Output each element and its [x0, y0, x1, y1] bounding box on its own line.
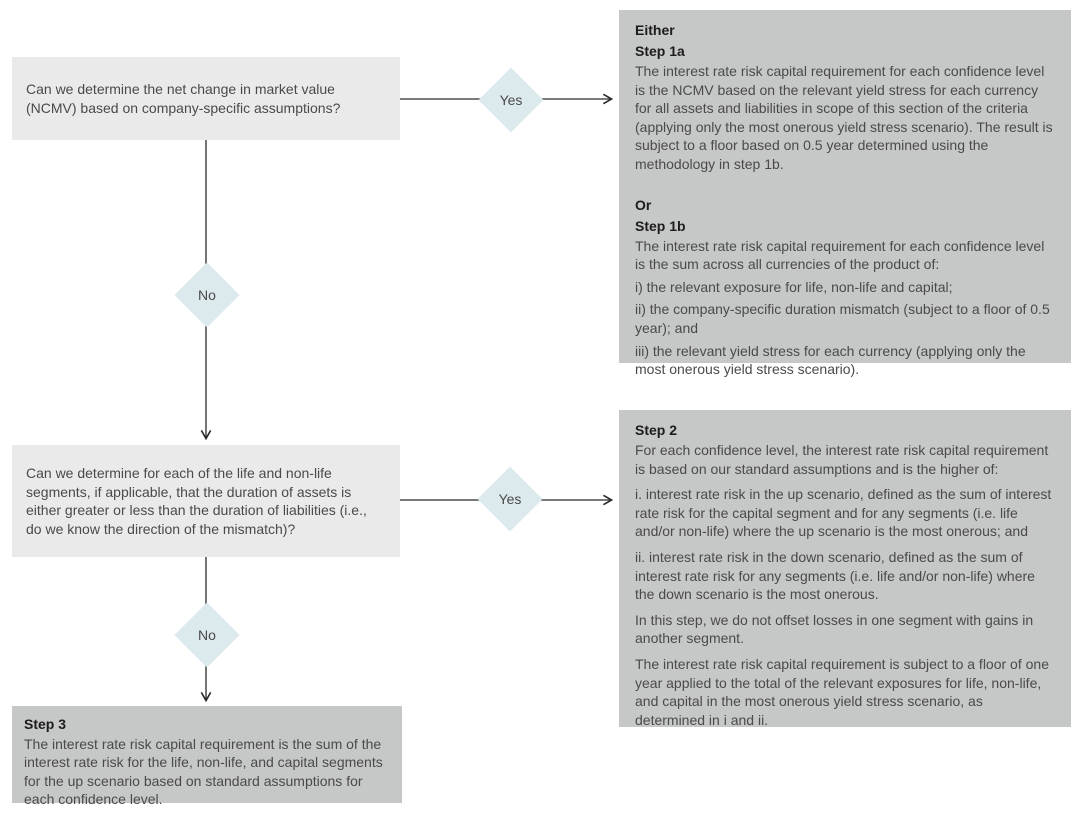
decision-label-yes-2: Yes [498, 491, 522, 507]
question-box-duration-mismatch: Can we determine for each of the life an… [12, 445, 400, 557]
step2-item-i: i. interest rate risk in the up scenario… [635, 486, 1052, 540]
step2-note: In this step, we do not offset losses in… [635, 611, 1034, 647]
spacer [635, 181, 1055, 195]
step1b-item-iii: iii) the relevant yield stress for each … [635, 342, 1026, 378]
decision-label-no-1: No [198, 287, 216, 303]
step1b-title: Step 1b [635, 217, 686, 234]
panel-step1: Either Step 1a The interest rate risk ca… [619, 10, 1071, 377]
decision-label-no-2: No [198, 627, 216, 643]
decision-diamond-yes-2: Yes [477, 466, 543, 532]
step1a-title: Step 1a [635, 43, 685, 59]
question-box-duration-mismatch-text: Can we determine for each of the life an… [26, 465, 367, 537]
panel-step2: Step 2 For each confidence level, the in… [619, 410, 1071, 728]
decision-label-yes-1: Yes [499, 92, 523, 108]
either-label: Either [635, 22, 675, 38]
step1a-body: The interest rate risk capital requireme… [635, 63, 1053, 172]
step1b-item-ii: ii) the company-specific duration mismat… [635, 301, 1050, 336]
decision-diamond-no-1: No [174, 262, 240, 328]
step2-title: Step 2 [635, 422, 678, 438]
step1b-intro: The interest rate risk capital requireme… [635, 237, 1045, 273]
step3-body: The interest rate risk capital requireme… [24, 736, 383, 808]
decision-diamond-no-2: No [174, 602, 240, 668]
step1b-item-i: i) the relevant exposure for life, non-l… [635, 278, 953, 295]
question-box-ncmv-text: Can we determine the net change in marke… [26, 81, 341, 116]
or-label: Or [635, 196, 652, 213]
step2-floor-paragraph: The interest rate risk capital requireme… [635, 655, 1049, 728]
question-box-ncmv: Can we determine the net change in marke… [12, 57, 400, 140]
step3-title: Step 3 [24, 716, 67, 732]
step2-item-ii: ii. interest rate risk in the down scena… [635, 548, 1035, 603]
decision-diamond-yes-1: Yes [478, 67, 544, 133]
box-step3: Step 3 The interest rate risk capital re… [12, 706, 402, 807]
step2-intro: For each confidence level, the interest … [635, 442, 1049, 477]
